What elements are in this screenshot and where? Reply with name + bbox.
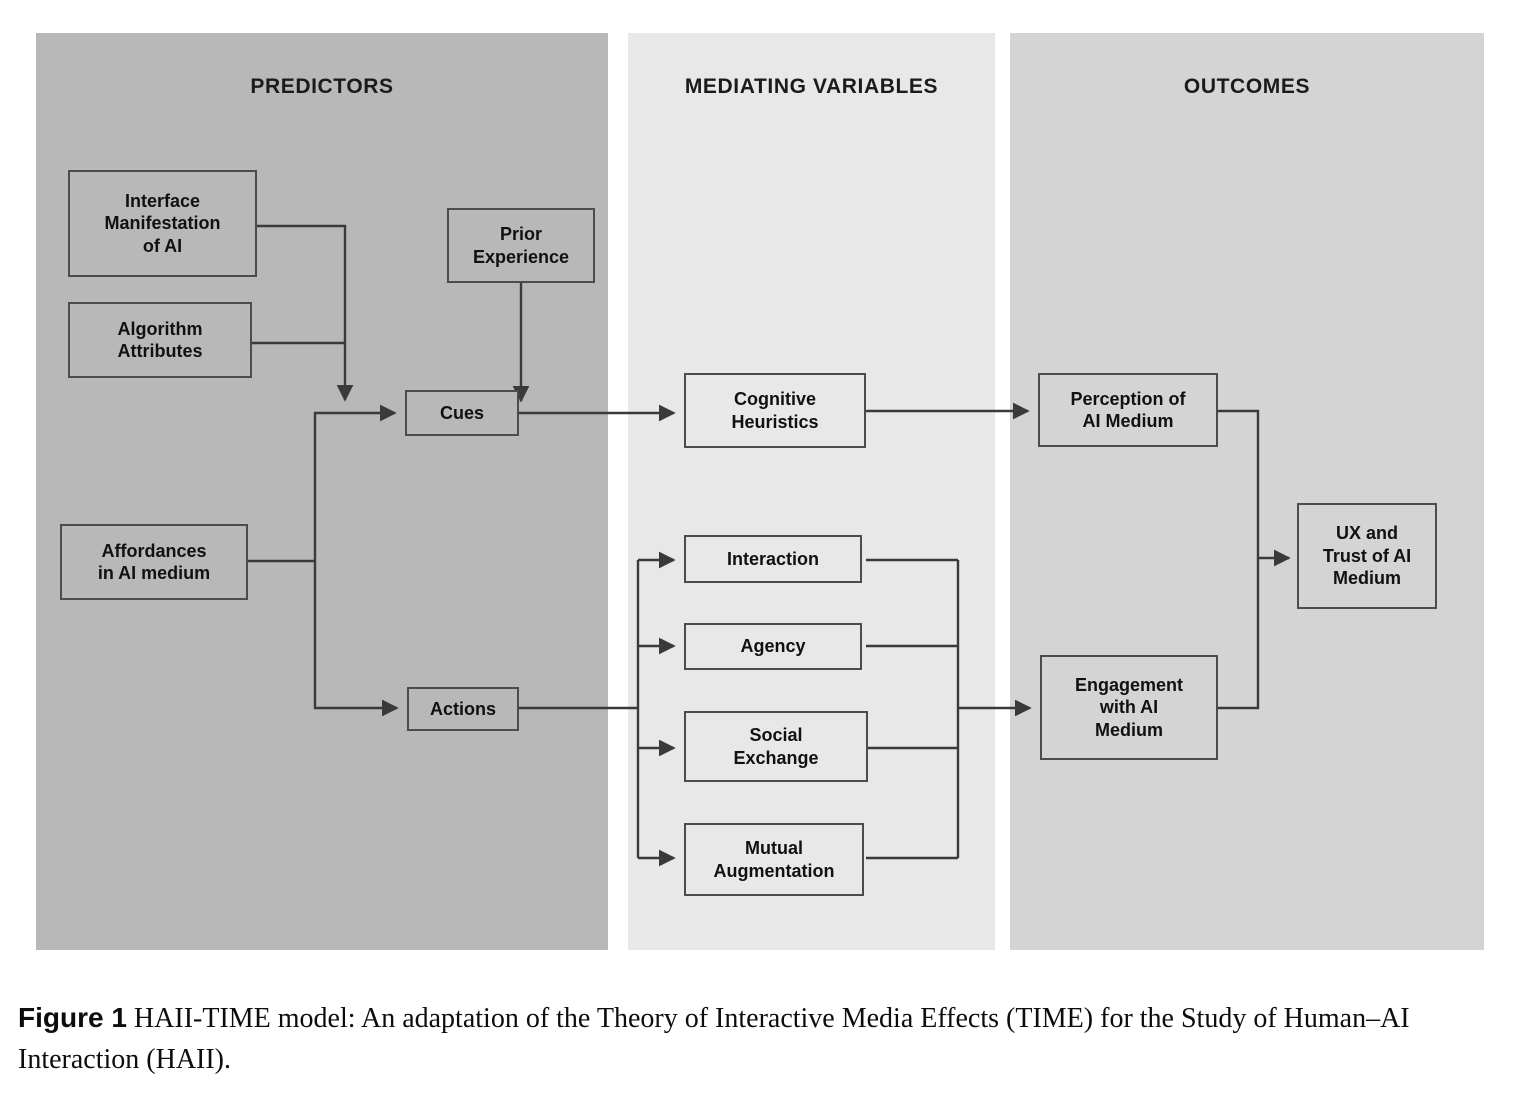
figure-canvas: PREDICTORS MEDIATING VARIABLES OUTCOMES — [36, 33, 1484, 950]
panel-mediating-variables: MEDIATING VARIABLES — [628, 33, 995, 950]
figure-caption-label: Figure 1 — [18, 1002, 127, 1033]
node-actions[interactable]: Actions — [407, 687, 519, 731]
panel-outcomes: OUTCOMES — [1010, 33, 1484, 950]
panel-title-predictors: PREDICTORS — [250, 75, 394, 98]
node-interaction[interactable]: Interaction — [684, 535, 862, 583]
panel-title-mediating-variables: MEDIATING VARIABLES — [684, 75, 939, 98]
figure-caption: Figure 1 HAII-TIME model: An adaptation … — [18, 998, 1498, 1080]
panel-title-outcomes: OUTCOMES — [1183, 75, 1311, 98]
figure-caption-text: HAII-TIME model: An adaptation of the Th… — [18, 1003, 1410, 1075]
node-cues[interactable]: Cues — [405, 390, 519, 436]
node-agency[interactable]: Agency — [684, 623, 862, 670]
